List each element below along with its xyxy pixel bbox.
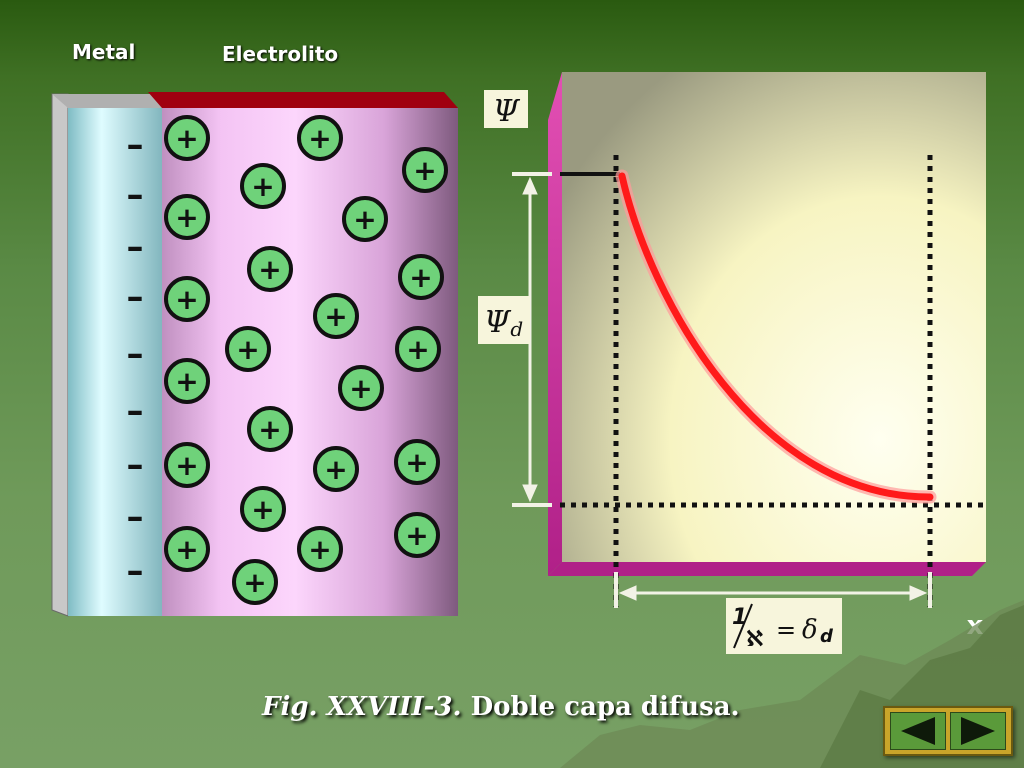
caption-figure-number: Fig. XXVIII-3.: [262, 692, 462, 722]
minus-charge: –: [127, 175, 144, 215]
triangle-left-icon: [901, 717, 935, 745]
positive-ion: +: [394, 512, 440, 558]
svg-text:+: +: [349, 372, 372, 405]
svg-text:+: +: [175, 201, 198, 234]
positive-ion: +: [313, 293, 359, 339]
svg-text:+: +: [324, 453, 347, 486]
negative-charges: – – – – – – – – –: [127, 125, 144, 591]
svg-text:+: +: [175, 533, 198, 566]
positive-ion: +: [247, 406, 293, 452]
svg-text:+: +: [175, 449, 198, 482]
metal-label: Metal: [72, 40, 136, 64]
figure-caption: Fig. XXVIII-3. Doble capa difusa.: [262, 692, 740, 722]
positive-ion: +: [313, 446, 359, 492]
minus-charge: –: [127, 445, 144, 485]
svg-text:+: +: [409, 261, 432, 294]
svg-text:+: +: [251, 170, 274, 203]
positive-ion: +: [398, 254, 444, 300]
positive-ion: +: [297, 115, 343, 161]
svg-text:+: +: [258, 413, 281, 446]
positive-ion: +: [338, 365, 384, 411]
svg-text:+: +: [175, 283, 198, 316]
svg-text:+: +: [175, 365, 198, 398]
svg-text:+: +: [353, 203, 376, 236]
svg-text:+: +: [324, 300, 347, 333]
psi-d-label: Ψd: [484, 305, 523, 341]
positive-ion: +: [164, 194, 210, 240]
psi-label: Ψ: [493, 94, 521, 129]
reference-lines: [560, 155, 984, 607]
positive-ion: +: [402, 147, 448, 193]
svg-text:+: +: [405, 446, 428, 479]
delta-d-label: 1 ℵ = δ d: [732, 603, 834, 652]
svg-text:+: +: [405, 519, 428, 552]
svg-text:d: d: [820, 626, 834, 647]
navigation-panel: [883, 706, 1013, 756]
svg-text:+: +: [243, 566, 266, 599]
positive-ion: +: [232, 559, 278, 605]
minus-charge: –: [127, 125, 144, 165]
positive-ion: +: [164, 358, 210, 404]
minus-charge: –: [127, 277, 144, 317]
svg-text:ℵ: ℵ: [746, 627, 763, 652]
positive-ion: +: [164, 276, 210, 322]
potential-plot: [548, 72, 986, 576]
minus-charge: –: [127, 334, 144, 374]
psi-d-label-box: [478, 296, 530, 344]
next-slide-button[interactable]: [950, 712, 1006, 750]
svg-text:+: +: [251, 493, 274, 526]
positive-ion: +: [225, 326, 271, 372]
delta-d-dimension: [614, 572, 932, 608]
positive-ion: +: [395, 326, 441, 372]
positive-ions: + + + + + + + + + + + + + + + + + + + + + + +: [164, 115, 448, 605]
delta-d-label-box: [726, 598, 842, 654]
electrolyte-label: Electrolito: [222, 42, 339, 66]
svg-text:+: +: [236, 333, 259, 366]
svg-text:=: =: [776, 616, 796, 644]
triangle-right-icon: [961, 717, 995, 745]
positive-ion: +: [240, 163, 286, 209]
positive-ion: +: [342, 196, 388, 242]
positive-ion: +: [164, 115, 210, 161]
minus-charge: –: [127, 551, 144, 591]
svg-text:+: +: [258, 253, 281, 286]
minus-charge: –: [127, 391, 144, 431]
svg-text:+: +: [413, 154, 436, 187]
positive-ion: +: [297, 526, 343, 572]
positive-ion: +: [240, 486, 286, 532]
minus-charge: –: [127, 497, 144, 537]
minus-charge: –: [127, 227, 144, 267]
psi-label-box: [484, 90, 528, 128]
positive-ion: +: [164, 526, 210, 572]
positive-ion: +: [164, 442, 210, 488]
svg-text:δ: δ: [802, 615, 818, 645]
positive-ion: +: [394, 439, 440, 485]
svg-text:+: +: [308, 533, 331, 566]
svg-text:+: +: [308, 122, 331, 155]
metal-electrode: [51, 93, 175, 617]
svg-text:+: +: [175, 122, 198, 155]
svg-text:+: +: [406, 333, 429, 366]
caption-text: Doble capa difusa.: [470, 692, 740, 722]
previous-slide-button[interactable]: [890, 712, 946, 750]
potential-curve: [615, 169, 937, 504]
positive-ion: +: [247, 246, 293, 292]
